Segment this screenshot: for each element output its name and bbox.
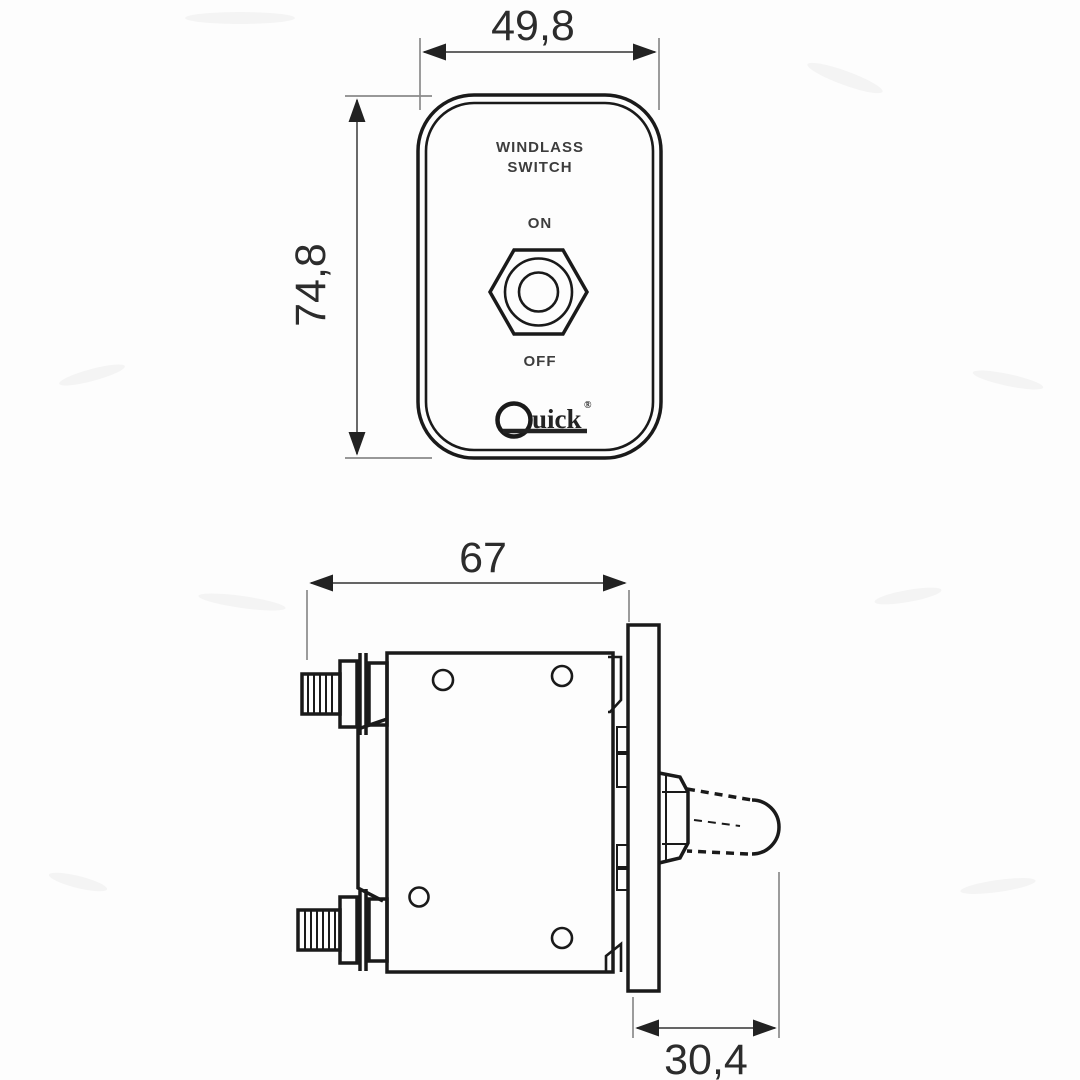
on-label: ON [528, 215, 553, 232]
side-view: 67 30,4 [296, 534, 781, 1080]
front-view: WINDLASS SWITCH ON OFF uick ® 49,8 [287, 2, 663, 460]
brand-logo: uick ® [495, 400, 592, 439]
stud-bushing [367, 897, 389, 963]
dimension-front-width: 49,8 [419, 2, 660, 110]
breaker-body [385, 651, 615, 974]
toggle-lever-icon [686, 787, 781, 856]
dimension-front-height-value: 74,8 [287, 243, 335, 327]
dimension-side-depth: 30,4 [632, 872, 780, 1080]
panel-snap-tabs [604, 655, 629, 972]
terminal-stud-bottom [296, 889, 389, 971]
panel-outer-outline [416, 93, 663, 460]
case-left-profile [356, 717, 388, 903]
stud-nut [338, 659, 359, 729]
panel-label-switch: SWITCH [507, 159, 572, 176]
toggle-nut-icon [487, 248, 590, 336]
panel-inner-outline [424, 101, 655, 452]
mounting-plate [626, 623, 661, 993]
brand-text: uick [532, 404, 582, 434]
dimension-front-width-value: 49,8 [491, 2, 575, 50]
stud-nut [338, 895, 359, 965]
stud-bushing [367, 661, 389, 727]
off-label: OFF [524, 353, 557, 370]
dimension-side-depth-value: 30,4 [664, 1036, 748, 1080]
brand-mark: ® [584, 400, 592, 411]
dimension-side-width-value: 67 [459, 534, 507, 582]
rivet-holes [408, 664, 574, 950]
toggle-bushing-icon [658, 771, 690, 865]
terminal-stud-top [300, 653, 389, 735]
dimension-front-height: 74,8 [287, 95, 432, 459]
brand-q-circle-icon [495, 401, 533, 439]
dimension-side-width: 67 [306, 534, 630, 660]
panel-label-windlass: WINDLASS [496, 139, 584, 156]
